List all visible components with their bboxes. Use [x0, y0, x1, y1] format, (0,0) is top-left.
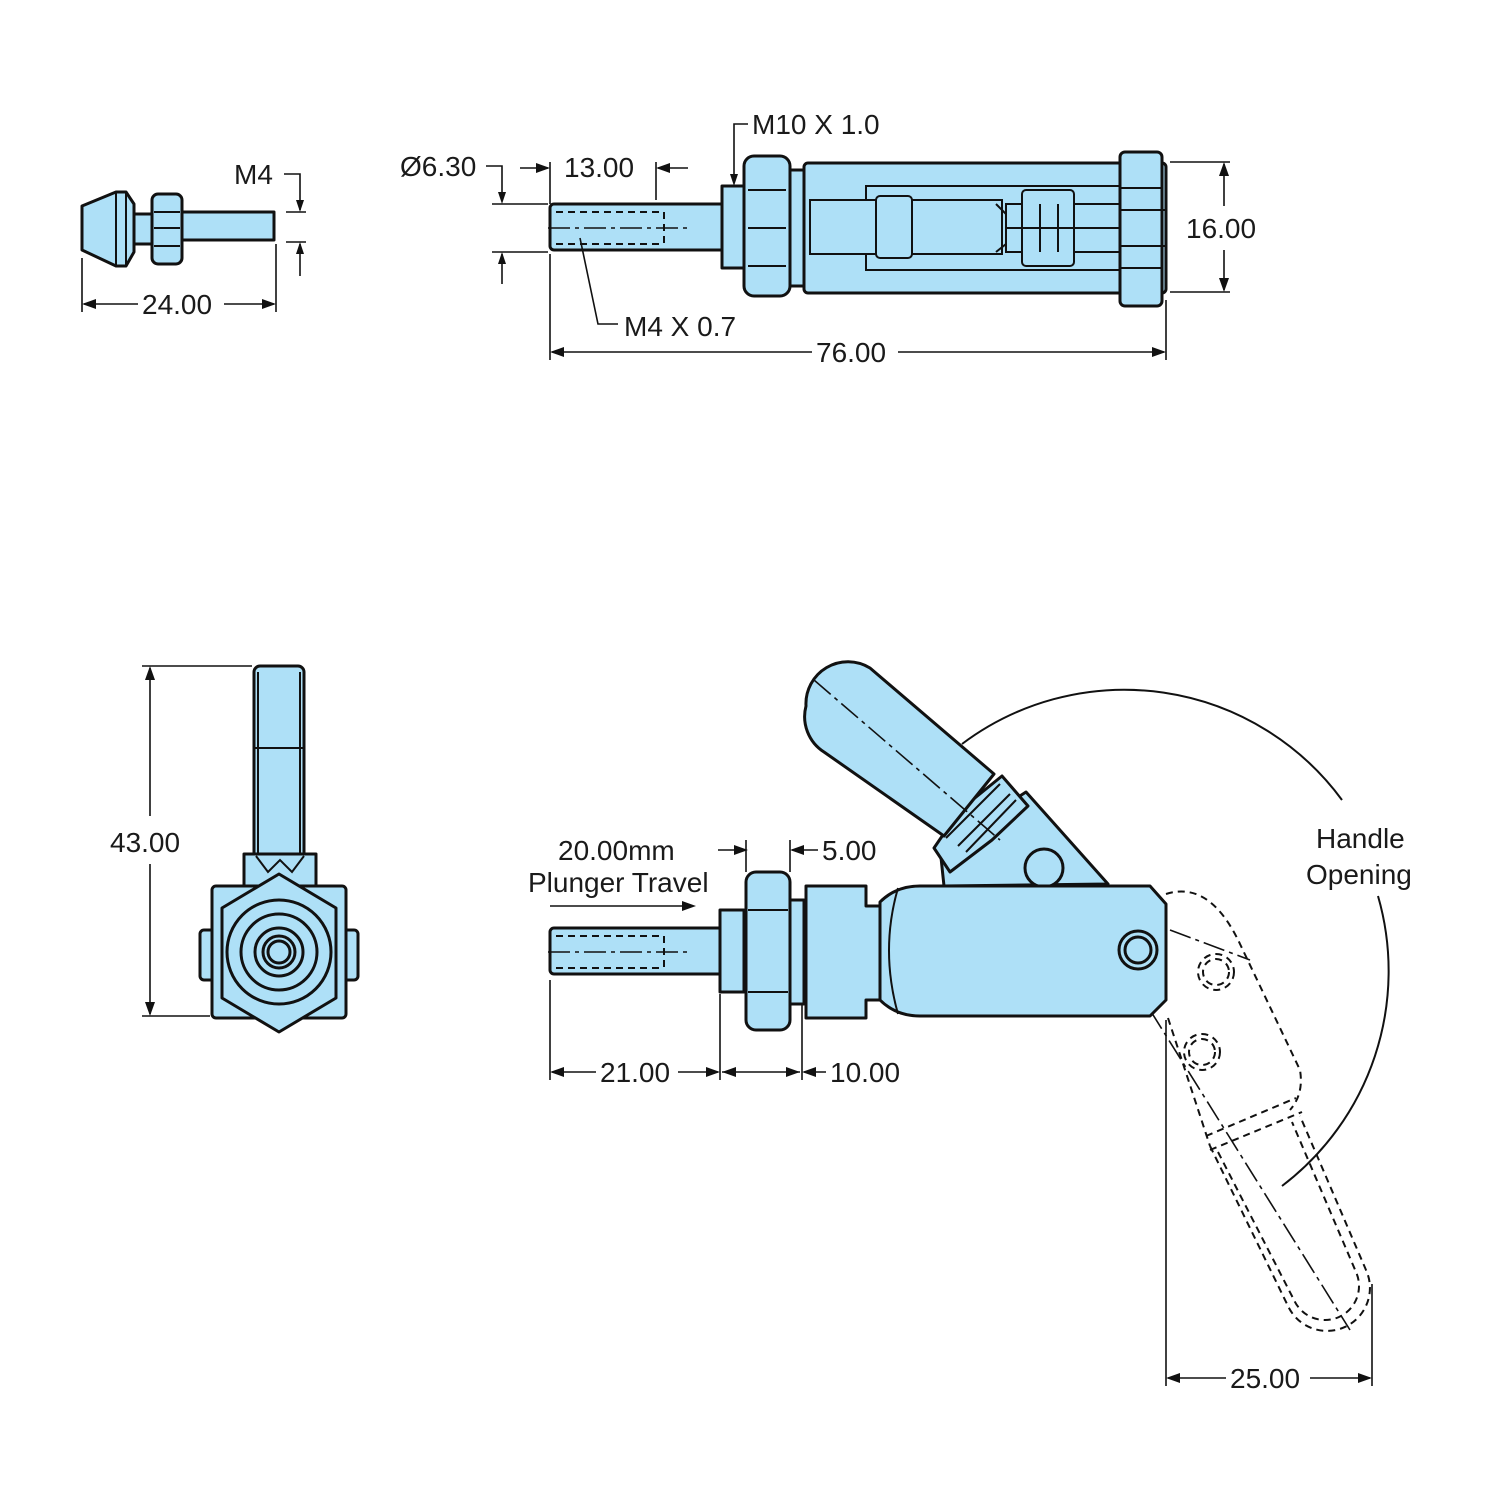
open-handle-ghost [1149, 890, 1371, 1332]
top-diameter-label: Ø6.30 [400, 151, 476, 182]
tip-thread-label: M4 [234, 159, 273, 190]
tip-cone [80, 190, 136, 268]
side-nut-body-label: 10.00 [830, 1057, 900, 1088]
side-handle-swing-label: 25.00 [1230, 1363, 1300, 1394]
top-clevis [1118, 150, 1164, 308]
side-plunger-rod [548, 926, 728, 976]
top-thread-depth-label: 13.00 [564, 152, 634, 183]
top-mount-thread-label: M10 X 1.0 [752, 109, 880, 140]
end-height-label: 43.00 [110, 827, 180, 858]
side-collar [804, 884, 882, 1020]
plunger-tip-view: M4 24.00 [80, 159, 306, 320]
tip-neck [132, 212, 154, 246]
top-width-label: 16.00 [1186, 213, 1256, 244]
top-plunger-rod [548, 202, 728, 252]
side-plunger-length-label: 21.00 [600, 1057, 670, 1088]
top-view: Ø6.30 13.00 M10 X 1.0 M4 X 0.7 16.00 76.… [400, 109, 1256, 368]
side-handle [803, 660, 1110, 889]
handle-opening-arc [961, 688, 1343, 801]
top-tip-thread-label: M4 X 0.7 [624, 311, 736, 342]
side-hex-nut [744, 870, 792, 1032]
side-travel-caption: Plunger Travel [528, 867, 709, 898]
top-overall-length-label: 76.00 [816, 337, 886, 368]
top-washer [720, 184, 746, 270]
end-handle [252, 664, 306, 864]
side-travel-value: 20.00mm [558, 835, 675, 866]
handle-opening-label-1: Handle [1316, 823, 1405, 854]
top-thread-ring [788, 168, 806, 288]
top-hex-nut [742, 154, 792, 298]
tip-rod [180, 210, 276, 242]
end-view: 43.00 [110, 664, 360, 1034]
handle-opening-label-2: Opening [1306, 859, 1412, 890]
side-nut-offset-label: 5.00 [822, 835, 877, 866]
tip-length-label: 24.00 [142, 289, 212, 320]
side-view: 20.00mm Plunger Travel 5.00 21.00 10.00 … [528, 660, 1412, 1394]
side-body [878, 884, 1168, 1018]
